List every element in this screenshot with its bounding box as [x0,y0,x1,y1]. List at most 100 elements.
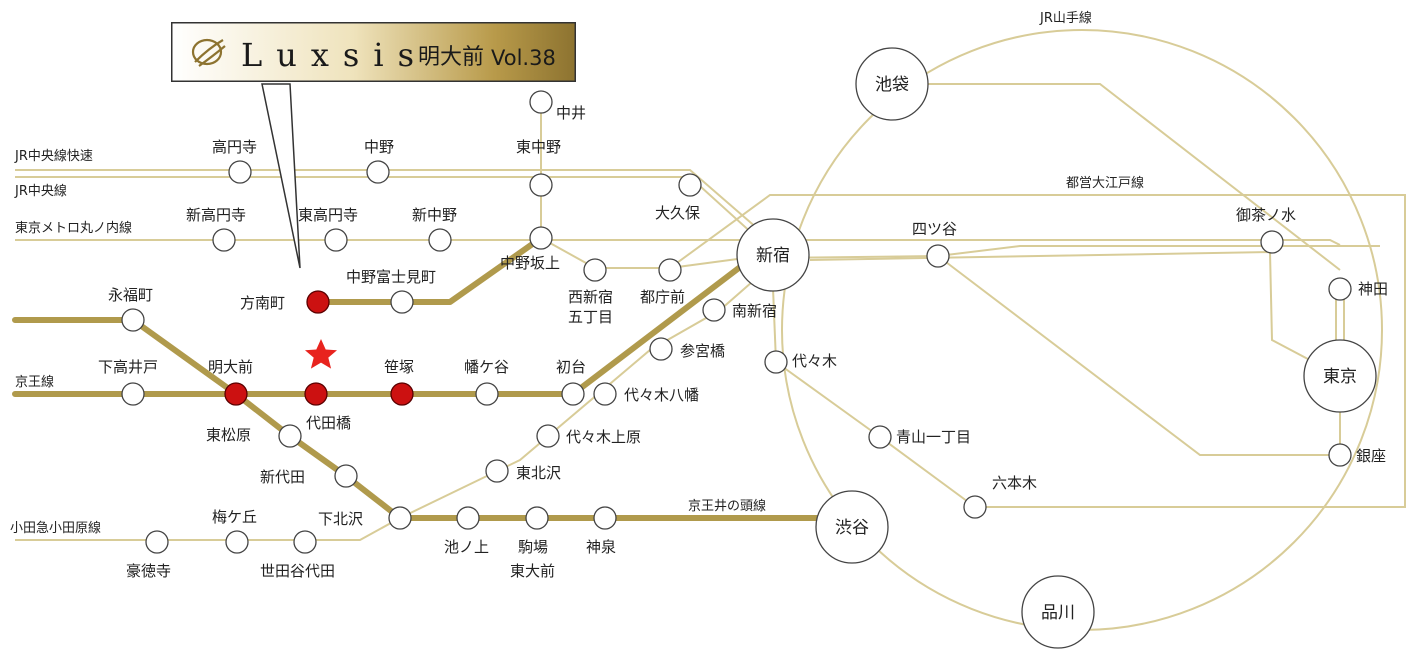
station-ikenoue[interactable] [456,506,480,530]
station-tokyo[interactable] [1303,339,1377,413]
label-okubo: 大久保 [655,204,700,222]
label-daitabashi: 代田橋 [306,414,351,432]
station-labels: 高円寺 中野 東中野 中井 大久保 新高円寺 東高円寺 新中野 中野坂上 中野富… [98,104,1388,580]
station-nakai[interactable] [529,90,553,114]
label-shimokitazawa: 下北沢 [318,510,363,528]
line-ginza [937,255,1340,456]
station-higashimatsubara[interactable] [278,424,302,448]
label-honancho: 方南町 [240,294,285,312]
line-oedo-loop [669,194,1406,508]
station-daitabashi[interactable] [304,382,328,406]
label-sasazuka: 笹塚 [384,358,414,376]
label-odakyu: 小田急小田原線 [10,520,101,536]
station-okubo[interactable] [678,173,702,197]
label-komaba-1: 駒場 [518,538,548,556]
label-sangubashi: 参宮橋 [680,342,725,360]
station-nishishinjuku[interactable] [583,258,607,282]
label-jr-chuo: JR中央線 [14,183,67,199]
callout-pointer [261,83,301,269]
label-higashimatsubara: 東松原 [206,426,251,444]
station-koenji[interactable] [228,160,252,184]
label-yoyogihachiman: 代々木八幡 [624,386,699,404]
label-kanda: 神田 [1358,280,1388,298]
station-hatagaya[interactable] [475,382,499,406]
label-shinnakano: 新中野 [412,206,457,224]
station-shinnakano[interactable] [428,228,452,252]
station-ikebukuro[interactable] [855,47,929,121]
property-vol: Vol.38 [491,46,556,70]
label-tokyo: 東京 [1323,367,1357,387]
station-yoyogihachiman[interactable] [593,382,617,406]
station-roppongi[interactable] [963,495,987,519]
label-shinjuku: 新宿 [756,246,790,266]
line-inokashira [12,317,855,521]
line-marunouchi [15,239,1341,246]
label-tochomae: 都庁前 [640,288,685,306]
hub-labels: 新宿 渋谷 池袋 東京 品川 [756,75,1357,623]
label-shibuya: 渋谷 [835,518,869,538]
brand-logo-icon [191,38,226,67]
label-shinsen: 神泉 [586,538,616,556]
station-minamishinjuku[interactable] [702,298,726,322]
station-shinjuku[interactable] [736,218,810,292]
station-yotsuya[interactable] [926,244,950,268]
label-hatagaya: 幡ケ谷 [464,358,509,376]
label-gotokuji: 豪徳寺 [126,562,171,580]
station-yoyogiuehara[interactable] [536,424,560,448]
label-yoyogiuehara: 代々木上原 [566,428,641,446]
label-ikebukuro: 池袋 [875,75,909,95]
label-keio: 京王線 [15,374,54,390]
label-ginza: 銀座 [1356,447,1386,465]
station-higashinakano[interactable] [529,173,553,197]
station-ochanomizu[interactable] [1260,230,1284,254]
station-nakanofujimicho[interactable] [390,290,414,314]
station-honancho[interactable] [306,290,330,314]
station-shinsen[interactable] [593,506,617,530]
station-meidaimae[interactable] [224,382,248,406]
station-shimokitazawa[interactable] [388,506,412,530]
line-chuo-east [809,250,1341,377]
line-marunouchi-branch [540,237,746,269]
station-kanda[interactable] [1328,277,1352,301]
station-shinagawa[interactable] [1021,575,1095,649]
station-gotokuji[interactable] [145,530,169,554]
label-shimotakaido: 下高井戸 [98,358,158,376]
label-nakanosakaue: 中野坂上 [500,254,560,272]
thin-lines [15,29,1406,631]
station-shibuya[interactable] [815,490,889,564]
station-setagayadaita[interactable] [293,530,317,554]
label-jr-chuo-rapid: JR中央線快速 [14,148,93,164]
station-hatsudai[interactable] [561,382,585,406]
label-higashinakano: 東中野 [516,138,561,156]
station-nakano[interactable] [366,160,390,184]
line-honancho [315,235,544,305]
station-tochomae[interactable] [658,258,682,282]
station-shimotakaido[interactable] [121,382,145,406]
title-box-bg [171,22,576,82]
station-sangubashi[interactable] [649,337,673,361]
label-umegaoka: 梅ケ丘 [212,508,257,526]
station-sasazuka[interactable] [390,382,414,406]
station-ginza[interactable] [1328,443,1352,467]
stations [121,47,1377,649]
station-shindaita[interactable] [334,464,358,488]
station-higashikoenji[interactable] [324,228,348,252]
label-yotsuya: 四ツ谷 [912,220,957,238]
station-yoyogi[interactable] [764,350,788,374]
label-nakanofujimicho: 中野富士見町 [346,268,436,286]
station-eifukucho[interactable] [121,308,145,332]
label-minamishinjuku: 南新宿 [732,302,777,320]
label-nishishinjuku-2: 五丁目 [568,308,613,326]
station-nakanosakaue[interactable] [529,226,553,250]
station-umegaoka[interactable] [225,530,249,554]
label-oedo: 都営大江戸線 [1066,175,1144,191]
station-higashikitazawa[interactable] [485,459,509,483]
station-komaba[interactable] [525,506,549,530]
station-shinkoenji[interactable] [212,228,236,252]
label-komaba-2: 東大前 [510,562,555,580]
property-name: 明大前 [418,45,484,70]
line-oedo-east [769,245,1380,259]
station-aoyama[interactable] [868,425,892,449]
line-labels: JR中央線快速 JR中央線 東京メトロ丸ノ内線 京王線 小田急小田原線 京王井の… [10,10,1144,536]
line-shinjuku-yoyogi [772,287,777,363]
